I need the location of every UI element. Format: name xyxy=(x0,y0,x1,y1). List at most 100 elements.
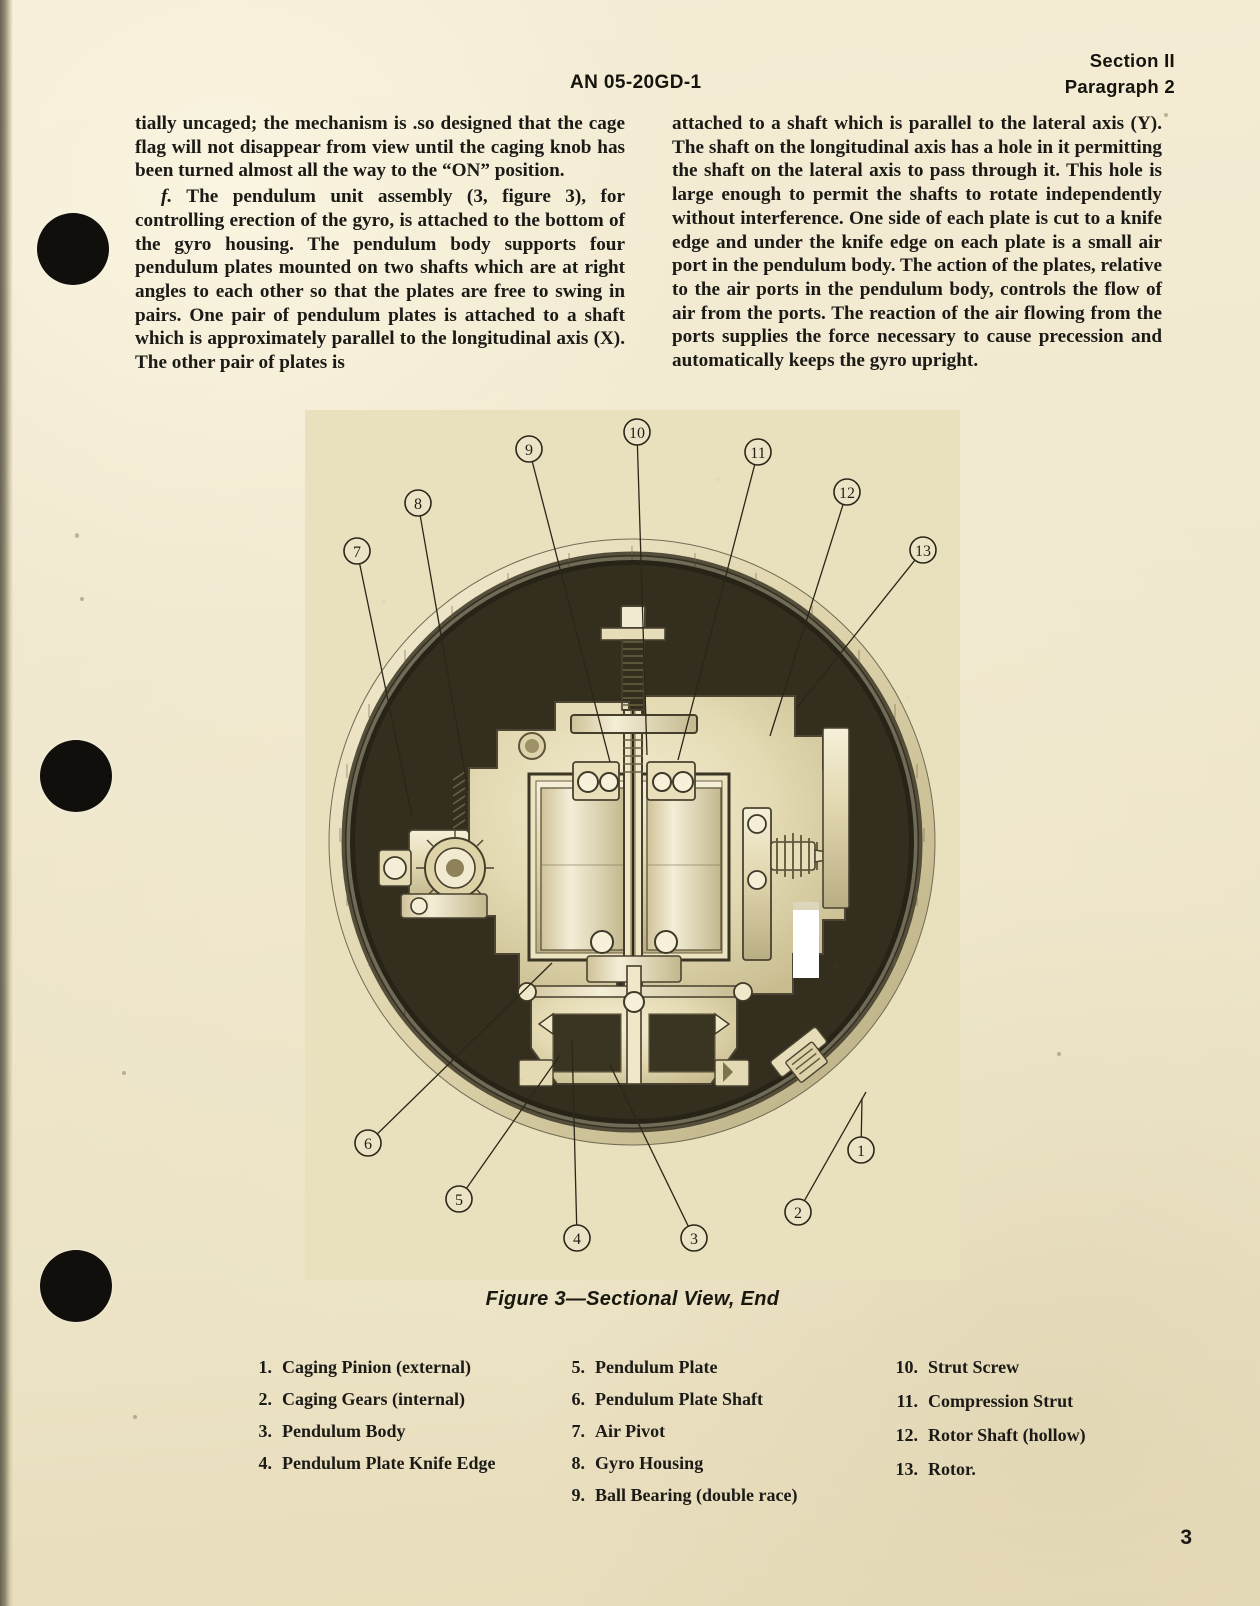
callout-circle xyxy=(909,536,937,564)
legend-item-label: Pendulum Plate Knife Edge xyxy=(282,1453,496,1473)
callout-circle xyxy=(563,1224,591,1252)
legend-item-label: Strut Screw xyxy=(928,1357,1020,1377)
legend-item: 8. Gyro Housing xyxy=(555,1454,797,1472)
figure-callout-13: 13 xyxy=(795,536,937,710)
figure-callout-5: 5 xyxy=(445,1054,561,1213)
figure-caption: Figure 3—Sectional View, End xyxy=(485,1288,780,1310)
legend-item: 9.Ball Bearing (double race) xyxy=(555,1485,798,1505)
callout-circle xyxy=(847,1136,875,1164)
figure-legend: 1.Caging Pinion (external)2.Caging Gears… xyxy=(130,1358,1140,1518)
figure-callout-11: 11 xyxy=(677,438,772,761)
legend-item-label: Gyro Housing xyxy=(595,1453,704,1473)
callout-circle xyxy=(680,1224,708,1252)
callout-leader-line xyxy=(677,464,756,761)
legend-item-label: Rotor. xyxy=(928,1459,976,1479)
legend-item-label: Air Pivot xyxy=(595,1421,666,1441)
paragraph-continued-left: tially uncaged; the mechanism is .so des… xyxy=(135,113,625,182)
figure-callout-10: 10 xyxy=(623,418,651,756)
legend-item: 10. Strut Screw xyxy=(882,1358,1086,1376)
callout-leader-line xyxy=(531,461,611,763)
legend-item-label: Pendulum Plate xyxy=(595,1357,718,1377)
legend-item-label: Caging Pinion (external) xyxy=(282,1357,471,1377)
legend-item: 1. Caging Pinion (external) xyxy=(242,1358,496,1376)
legend-item-number: 6. xyxy=(571,1389,586,1409)
figure-callout-2: 2 xyxy=(784,1091,867,1226)
callout-leader-line xyxy=(636,444,648,756)
callout-leader-line xyxy=(803,1091,867,1202)
callout-number: 10 xyxy=(629,425,645,442)
legend-item-number: 11. xyxy=(896,1391,918,1411)
legend-item-number: 5. xyxy=(571,1357,586,1377)
callout-number: 12 xyxy=(839,485,855,502)
callout-leader-line xyxy=(769,504,844,737)
callout-circle xyxy=(404,489,432,517)
figure-callout-9: 9 xyxy=(515,435,611,763)
punch-hole-middle xyxy=(40,740,112,812)
legend-item-number: 7. xyxy=(571,1421,586,1441)
legend-item: 11. Compression Strut xyxy=(882,1392,1086,1410)
paragraph-f-text: The pendulum unit assembly (3, figure 3)… xyxy=(135,186,626,374)
figure-callout-1: 1 xyxy=(847,1097,875,1164)
body-column-left: tially uncaged; the mechanism is .so des… xyxy=(135,112,625,375)
scan-speckle xyxy=(1164,113,1168,117)
callout-number: 5 xyxy=(455,1192,463,1209)
legend-column-2: 5. Pendulum Plate 6. Pendulum Plate Shaft 7.… xyxy=(555,1358,798,1518)
callout-number: 8 xyxy=(414,496,422,513)
punch-hole-bottom xyxy=(40,1250,112,1322)
legend-item-number: 3. xyxy=(258,1421,273,1441)
callout-circle xyxy=(623,418,651,446)
legend-column-1: 1.Caging Pinion (external)2.Caging Gears… xyxy=(242,1358,496,1486)
callout-leader-line xyxy=(571,1039,578,1226)
legend-item: 7. Air Pivot xyxy=(555,1422,797,1440)
page-header: AN 05-20GD-1 Section II Paragraph 2 xyxy=(130,48,1175,104)
callout-number: 3 xyxy=(690,1231,698,1248)
legend-item-number: 10. xyxy=(895,1357,919,1377)
legend-column-3: 10. Strut Screw 11. Compression Strut 12. Rot… xyxy=(882,1358,1086,1494)
paragraph-f-label: f. xyxy=(161,186,173,208)
scan-speckle xyxy=(1057,1052,1061,1056)
scan-speckle xyxy=(133,1415,137,1419)
punch-hole-top xyxy=(37,213,109,285)
legend-item-number: 12. xyxy=(895,1425,919,1445)
callout-leader-line xyxy=(359,563,413,817)
scan-speckle xyxy=(75,533,79,538)
figure-callout-12: 12 xyxy=(769,478,861,737)
legend-item-label: Pendulum Plate Shaft xyxy=(595,1389,764,1409)
figure-callout-8: 8 xyxy=(404,489,469,791)
figure-callout-7: 7 xyxy=(343,537,413,817)
body-column-right: attached to a shaft which is parallel to… xyxy=(672,112,1162,373)
section-label: Section II xyxy=(1089,50,1175,71)
paragraph-continued-right: attached to a shaft which is parallel to… xyxy=(672,113,1162,372)
legend-item-label: Compression Strut xyxy=(928,1391,1074,1411)
legend-item-number: 9. xyxy=(571,1485,586,1505)
callout-circle xyxy=(445,1185,473,1213)
page-number: 3 xyxy=(1180,1526,1192,1549)
legend-item-label: Rotor Shaft (hollow) xyxy=(928,1425,1086,1445)
legend-item-number: 1. xyxy=(258,1357,273,1377)
callout-number: 11 xyxy=(750,445,765,462)
callout-leader-line xyxy=(860,1097,863,1138)
legend-item: 12. Rotor Shaft (hollow) xyxy=(882,1426,1086,1444)
legend-item: 5. Pendulum Plate xyxy=(555,1358,797,1376)
legend-item-label: Pendulum Body xyxy=(282,1421,406,1441)
callout-leader-line xyxy=(609,1064,689,1227)
legend-item: 6. Pendulum Plate Shaft xyxy=(555,1390,797,1408)
callout-number: 2 xyxy=(794,1205,802,1222)
header-section-block: Section II Paragraph 2 xyxy=(1065,48,1175,99)
callout-number: 9 xyxy=(525,442,533,459)
callout-leader-line xyxy=(795,559,916,710)
binding-edge xyxy=(0,0,13,1606)
figure-callout-6: 6 xyxy=(354,962,553,1157)
callout-number: 6 xyxy=(364,1136,372,1153)
figure-callout-4: 4 xyxy=(563,1039,591,1252)
callout-circle xyxy=(744,438,772,466)
legend-item-number: 13. xyxy=(895,1459,919,1479)
figure-callout-3: 3 xyxy=(609,1064,708,1252)
document-number: AN 05-20GD-1 xyxy=(570,72,702,93)
legend-item-number: 8. xyxy=(571,1453,586,1473)
callout-leader-line xyxy=(419,515,469,791)
